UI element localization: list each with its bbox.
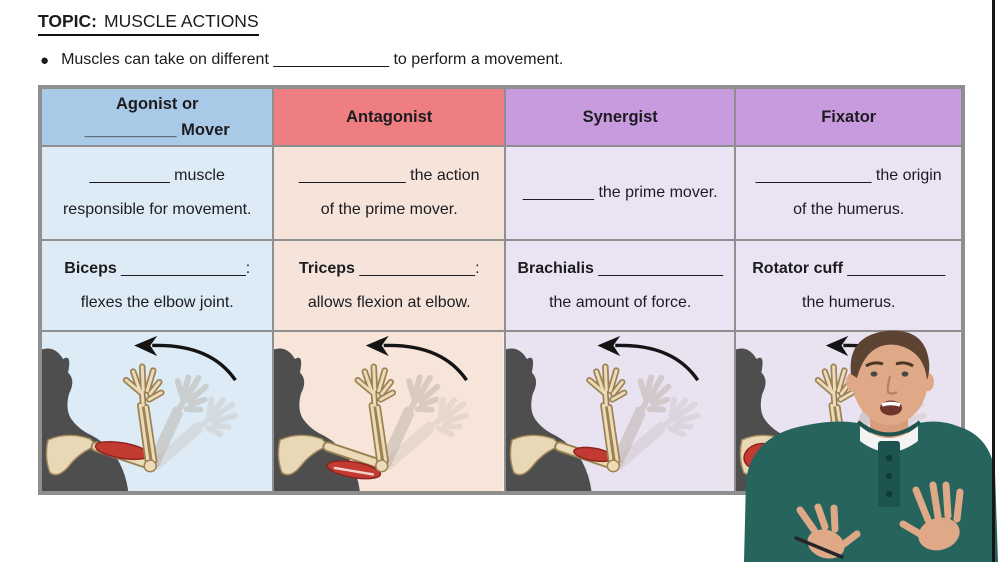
- example-cell-brachialis: Brachialis ______________ the amount of …: [504, 240, 736, 331]
- illustration-cell-synergist: [504, 331, 736, 492]
- definition-line: responsible for movement.: [62, 201, 252, 218]
- arm-flexion-illustration: [505, 332, 735, 491]
- example-cell-biceps: Biceps ______________: flexes the elbow …: [41, 240, 274, 331]
- example-cell-rotator-cuff: Rotator cuff ___________ the humerus.: [735, 240, 962, 331]
- topic-label: TOPIC:: [38, 11, 97, 31]
- definition-line: ____________ the action: [298, 167, 480, 184]
- header-cell-synergist: Synergist: [504, 88, 736, 146]
- example-title: Brachialis ______________: [517, 259, 723, 277]
- bullet-text: Muscles can take on different __________…: [61, 51, 564, 68]
- example-desc: the humerus.: [802, 293, 896, 311]
- definition-line: _____________ the origin: [755, 167, 942, 184]
- definition-cell-antagonist: ____________ the action of the prime mov…: [273, 146, 505, 240]
- example-title: Biceps ______________:: [64, 259, 251, 277]
- arm-flexion-illustration: [274, 332, 504, 491]
- definition-line: ________ the prime mover.: [522, 184, 718, 201]
- header-line: Agonist or: [115, 95, 199, 113]
- example-title: Rotator cuff ___________: [752, 259, 946, 277]
- example-desc: the amount of force.: [549, 293, 692, 311]
- pen: [794, 536, 844, 559]
- right-edge-line: [992, 0, 995, 562]
- presenter-figure: [744, 330, 998, 562]
- definition-cell-fixator: _____________ the origin of the humerus.: [735, 146, 962, 240]
- bullet-point: ● Muscles can take on different ________…: [40, 51, 563, 69]
- header-cell-fixator: Fixator: [735, 88, 962, 146]
- header-cell-antagonist: Antagonist: [273, 88, 505, 146]
- header-line: __________ Mover: [84, 121, 230, 139]
- header-cell-agonist: Agonist or __________ Mover: [41, 88, 274, 146]
- presenter-head: [846, 330, 934, 425]
- presenter-hair: [850, 330, 930, 380]
- presenter-video-overlay: [740, 322, 1000, 562]
- presenter-hands: [794, 481, 964, 559]
- bullet-icon: ●: [40, 51, 50, 69]
- illustration-cell-antagonist: [273, 331, 505, 492]
- header-line: Fixator: [821, 108, 877, 126]
- example-desc: allows flexion at elbow.: [307, 293, 471, 311]
- header-line: Synergist: [582, 108, 658, 126]
- definition-cell-agonist: _________ muscle responsible for movemen…: [41, 146, 274, 240]
- example-cell-triceps: Triceps _____________: allows flexion at…: [273, 240, 505, 331]
- page-title: TOPIC: MUSCLE ACTIONS: [38, 11, 259, 36]
- arm-flexion-illustration: [42, 332, 273, 491]
- header-line: Antagonist: [346, 108, 433, 126]
- presenter-body: [744, 410, 998, 562]
- definition-line: _________ muscle: [89, 167, 225, 184]
- definition-line: of the prime mover.: [320, 201, 458, 218]
- definition-line: of the humerus.: [793, 201, 905, 218]
- example-title: Triceps _____________:: [298, 259, 480, 277]
- illustration-cell-agonist: [41, 331, 274, 492]
- topic-title: MUSCLE ACTIONS: [104, 11, 259, 31]
- example-desc: flexes the elbow joint.: [80, 293, 234, 311]
- definition-cell-synergist: ________ the prime mover.: [504, 146, 736, 240]
